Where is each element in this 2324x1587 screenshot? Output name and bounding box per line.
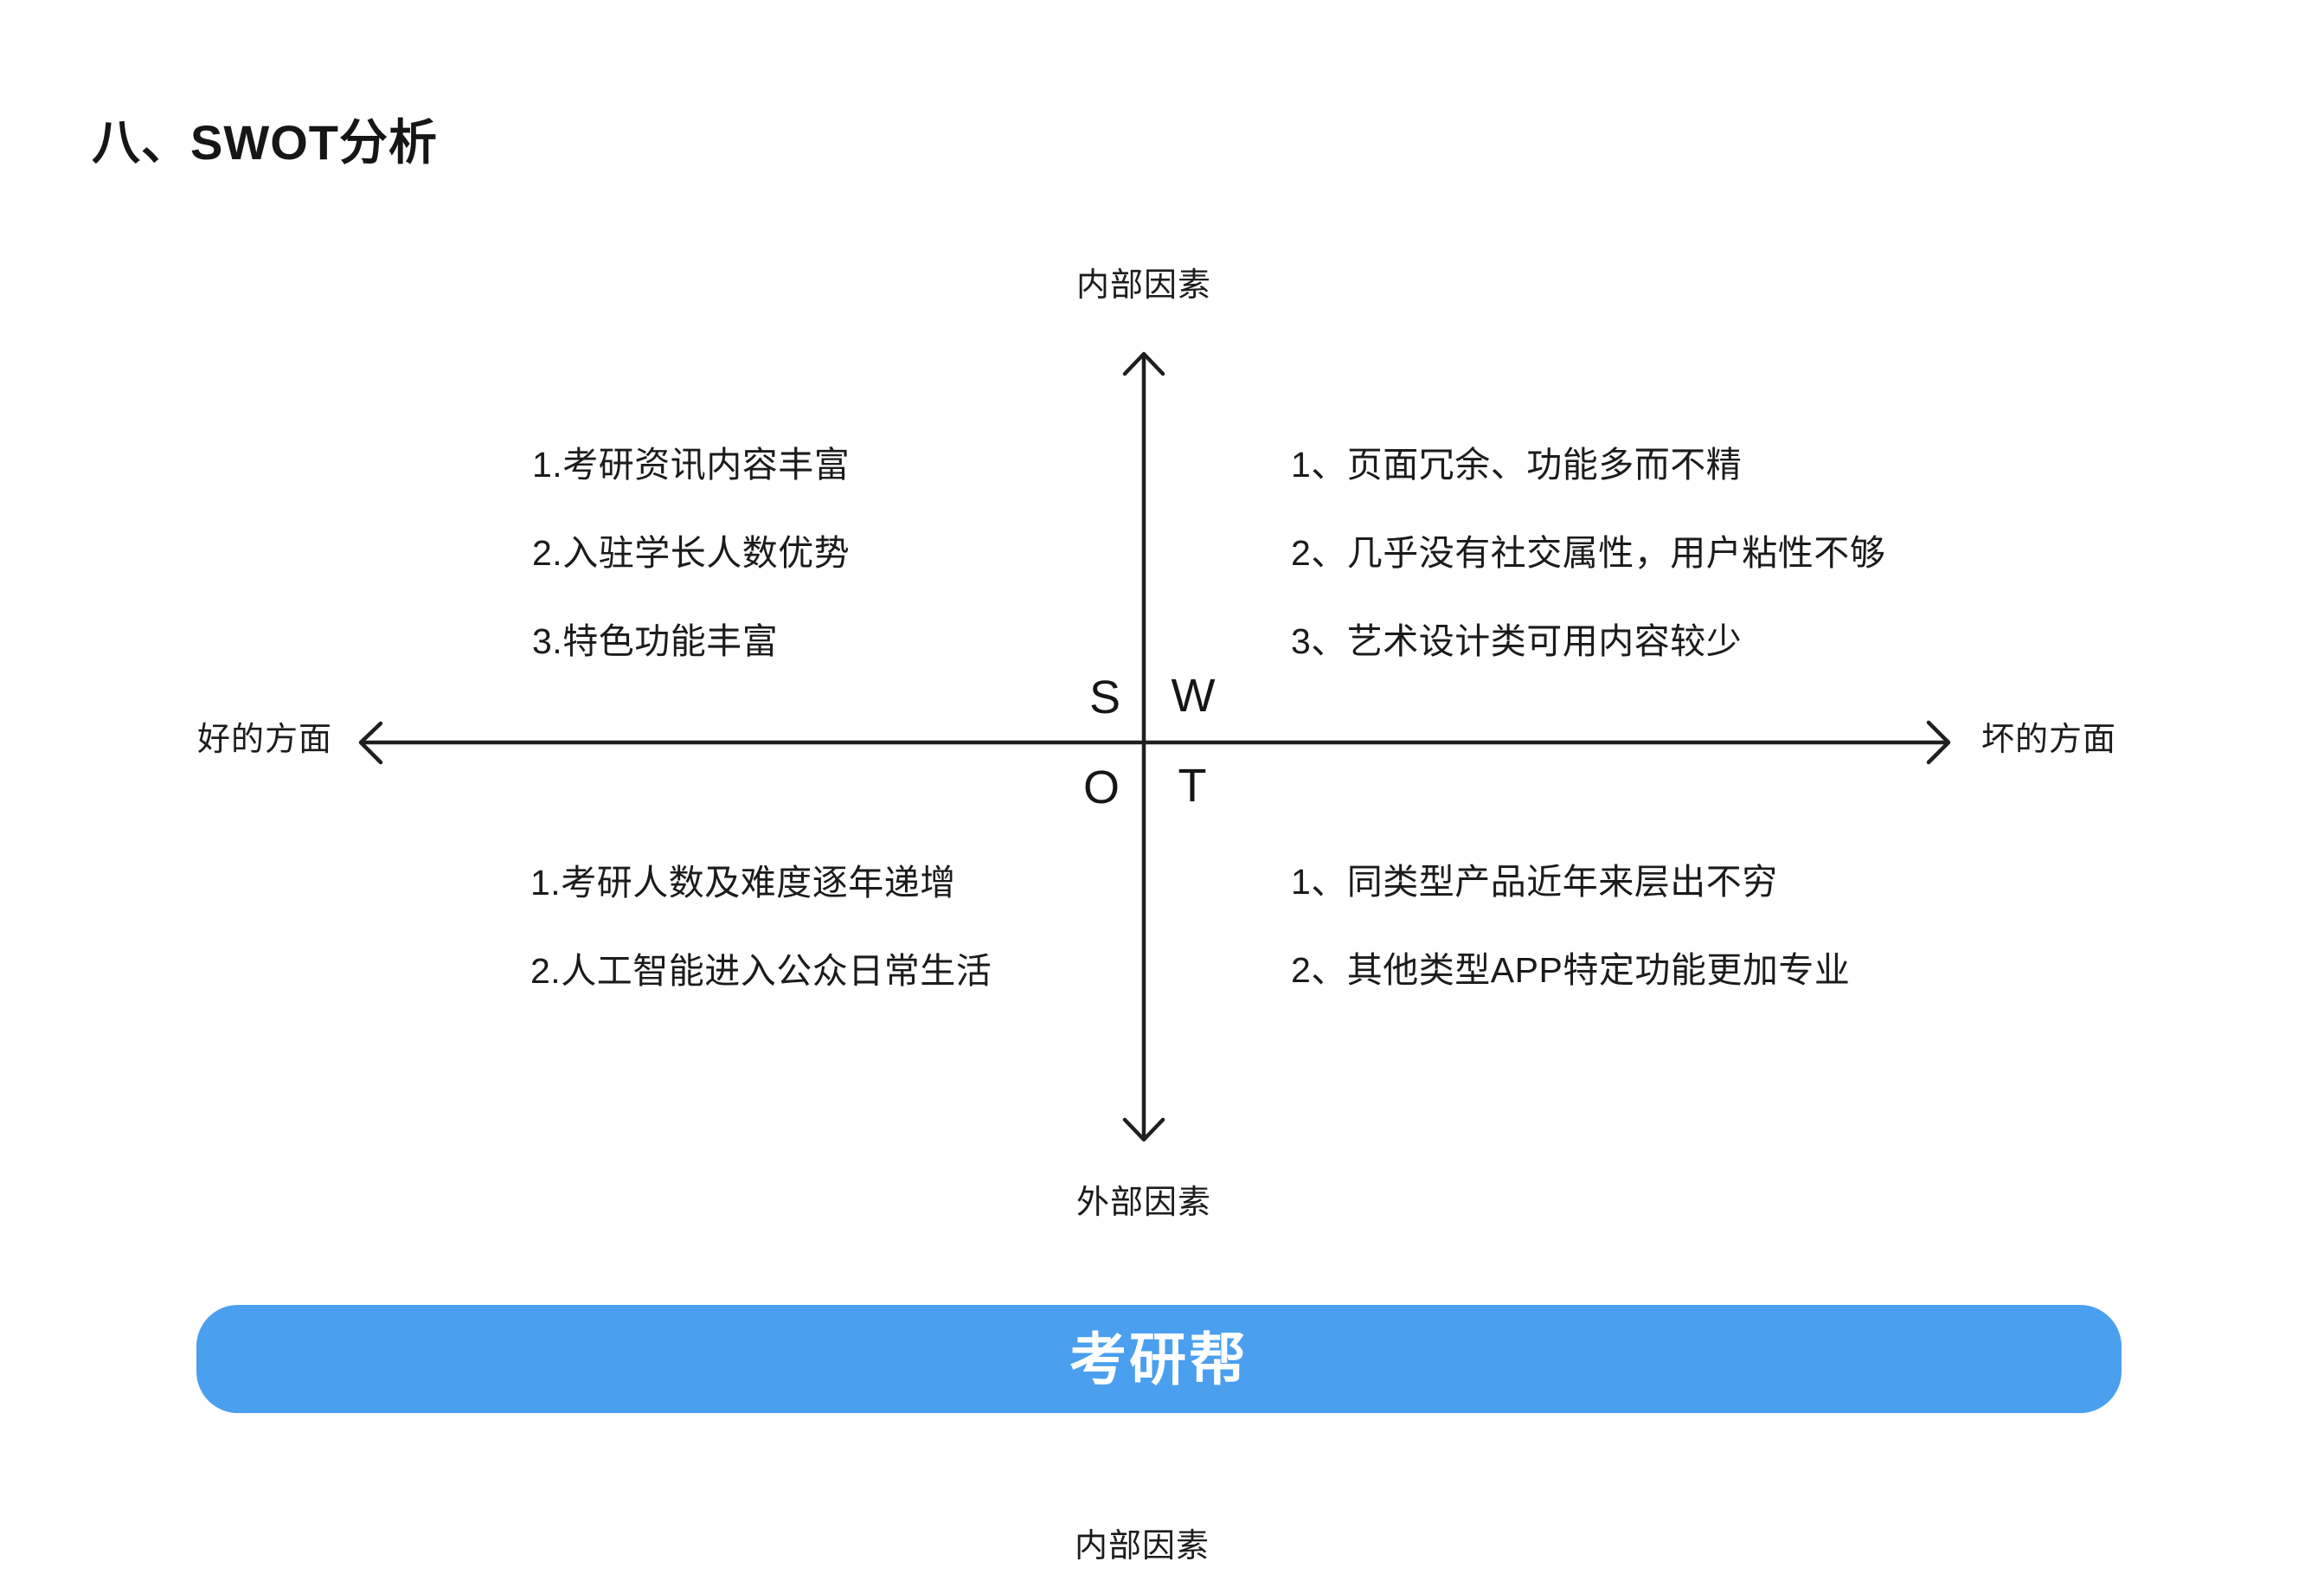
list-item: 2、其他类型APP特定功能更加专业 xyxy=(1291,950,1851,990)
arrow-left-icon xyxy=(358,721,383,765)
list-item: 1、同类型产品近年来层出不穷 xyxy=(1291,862,1778,902)
axis-label-bad-aspects: 坏的方面 xyxy=(1981,722,2117,758)
list-item: 3.特色功能丰富 xyxy=(532,621,779,661)
quadrant-letter-opportunities: O xyxy=(1082,761,1120,813)
list-item: 1、页面冗余、功能多而不精 xyxy=(1291,445,1743,485)
threats-list: 1、同类型产品近年来层出不穷 2、其他类型APP特定功能更加专业 xyxy=(1291,864,1850,988)
arrow-down-icon xyxy=(1122,1117,1165,1142)
quadrant-letter-strengths: S xyxy=(1088,671,1121,723)
list-item: 1.考研资讯内容丰富 xyxy=(532,445,851,485)
quadrant-letter-weaknesses: W xyxy=(1171,670,1216,722)
list-item: 1.考研人数及难度逐年递增 xyxy=(530,863,956,903)
page-title: 八、SWOT分析 xyxy=(92,115,438,170)
arrow-right-icon xyxy=(1926,720,1951,765)
strengths-list: 1.考研资讯内容丰富 2.入驻学长人数优势 3.特色功能丰富 xyxy=(532,447,850,659)
list-item: 2.入驻学长人数优势 xyxy=(532,533,851,573)
list-item: 2、几乎没有社交属性，用户粘性不够 xyxy=(1291,533,1886,573)
arrow-up-icon xyxy=(1122,351,1165,376)
axis-label-internal-factors-top: 内部因素 xyxy=(1075,267,1212,304)
list-item: 3、艺术设计类可用内容较少 xyxy=(1291,621,1743,661)
opportunities-list: 1.考研人数及难度逐年递增 2.人工智能进入公众日常生活 xyxy=(530,864,992,989)
list-item: 2.人工智能进入公众日常生活 xyxy=(530,951,992,991)
quadrant-letter-threats: T xyxy=(1178,760,1207,812)
axis-label-external-factors: 外部因素 xyxy=(1075,1185,1212,1221)
axis-label-internal-factors-bottom: 内部因素 xyxy=(1074,1528,1210,1565)
weaknesses-list: 1、页面冗余、功能多而不精 2、几乎没有社交属性，用户粘性不够 3、艺术设计类可… xyxy=(1291,447,1885,659)
banner-label: 考研帮 xyxy=(1069,1327,1249,1391)
axis-label-good-aspects: 好的方面 xyxy=(197,722,333,758)
kaoyanbang-banner-button[interactable]: 考研帮 xyxy=(196,1305,2122,1413)
